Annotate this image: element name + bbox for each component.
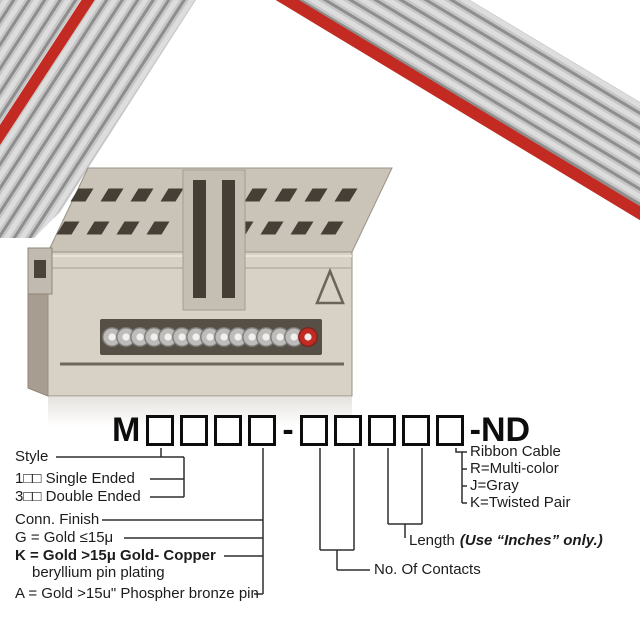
part-number-box: [248, 414, 277, 446]
side-latch: [27, 247, 53, 295]
wire-ends: [102, 327, 318, 347]
contacts-label: No. Of Contacts: [374, 561, 481, 578]
finish-option: G = Gold ≤15μ: [15, 529, 114, 546]
style-option: 1□□ Single Ended: [15, 470, 135, 487]
red-stripe-right: [275, 0, 640, 221]
ribbon-option: R=Multi-color: [470, 460, 559, 477]
finish-option: K = Gold >15μ Gold- Copper: [15, 547, 216, 564]
part-number-text: M: [112, 411, 141, 449]
ribbon-option: J=Gray: [470, 477, 519, 494]
part-number-box: [299, 414, 328, 446]
polarization-key-block: [182, 169, 246, 311]
side-latch-hole: [34, 260, 46, 278]
callout-lines: [56, 448, 467, 595]
socket-holes: [56, 188, 358, 235]
ribbon-cable-left: [0, 0, 196, 238]
red-stripe-left: [0, 0, 95, 146]
part-number-box: [180, 414, 209, 446]
length-label-row: Length(Use “Inches” only.): [409, 533, 603, 549]
style-option: 3□□ Double Ended: [15, 488, 141, 505]
pin1-triangle-mark: [315, 267, 345, 305]
part-number-text: -ND: [469, 411, 531, 449]
part-number-box: [435, 414, 464, 446]
finish-option: A = Gold >15u" Phospher bronze pin: [15, 585, 259, 602]
part-number-box: [214, 414, 243, 446]
length-note: (Use “Inches” only.): [459, 532, 603, 549]
part-number-text: -: [282, 411, 294, 449]
finish-option: beryllium pin plating: [32, 564, 165, 581]
ribbon-heading-label: Ribbon Cable: [470, 443, 561, 460]
part-number-box: [333, 414, 362, 446]
part-number-box: [367, 414, 396, 446]
style-heading-label: Style: [15, 448, 49, 465]
length-label: Length: [409, 532, 455, 549]
key-slot: [193, 180, 206, 298]
ribbon-option: K=Twisted Pair: [470, 494, 571, 511]
idc-connector: [27, 167, 393, 427]
part-number-box: [146, 414, 175, 446]
part-number: M - -ND: [112, 410, 530, 450]
ribbon-cable-right: [275, 0, 640, 221]
finish-heading-label: Conn. Finish: [15, 511, 100, 528]
key-slot: [222, 180, 235, 298]
part-number-box: [401, 414, 430, 446]
